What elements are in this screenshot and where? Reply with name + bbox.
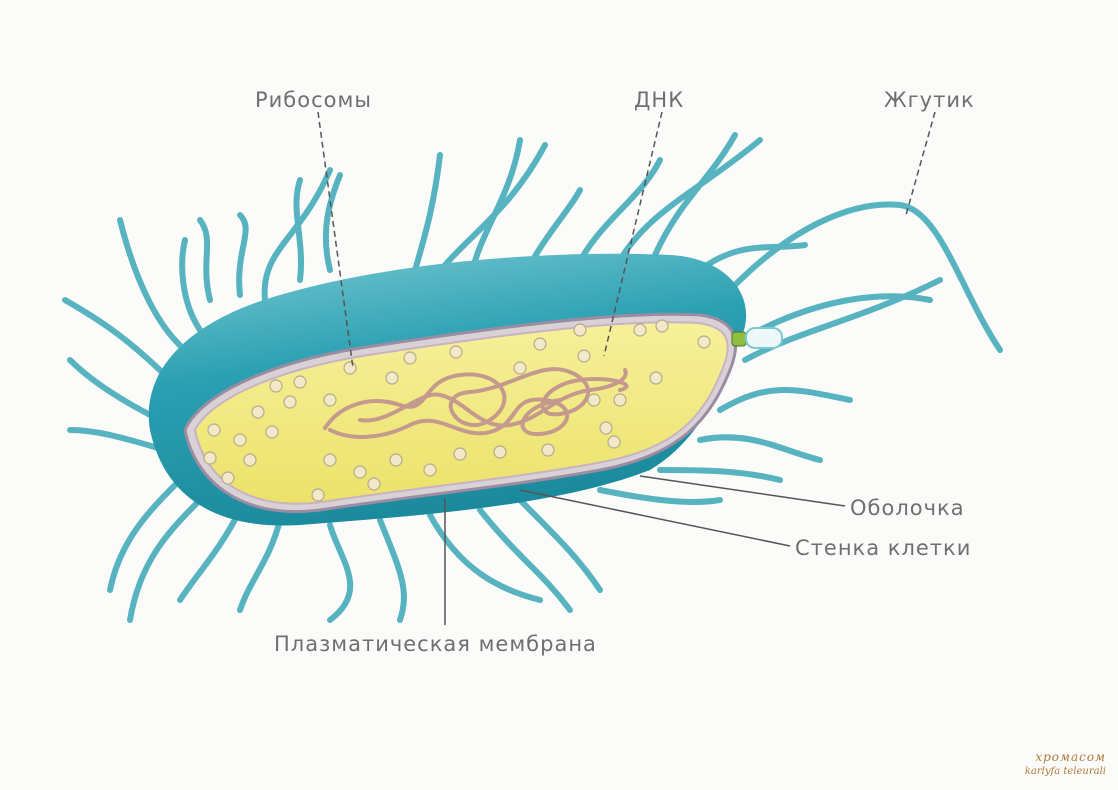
ribosome [633, 323, 647, 337]
ribosome [311, 488, 325, 502]
flagellum [62, 297, 173, 383]
ribosome [221, 471, 235, 485]
leader-dna [603, 111, 663, 357]
flagellum-base [731, 331, 747, 347]
ribosome [587, 393, 601, 407]
flagellum [67, 357, 163, 423]
flagellum [322, 172, 343, 273]
flagellum [179, 237, 203, 333]
ribosome [269, 379, 283, 393]
flagellum [427, 512, 543, 603]
flagellum [237, 517, 283, 613]
flagellum [697, 434, 823, 463]
ribosome [541, 443, 555, 457]
label-ribosomes: Рибосомы [255, 88, 372, 112]
flagellum-sheath [745, 327, 783, 349]
ribosome [599, 421, 613, 435]
ribosome [533, 337, 547, 351]
ribosome [613, 393, 627, 407]
ribosome [389, 453, 403, 467]
ribosome [403, 351, 417, 365]
leader-ribosomes [317, 111, 354, 369]
dna-strand [358, 368, 628, 428]
ribosome [353, 465, 367, 479]
flagellum [572, 157, 663, 273]
flagellum [107, 477, 183, 593]
flagellum [377, 517, 407, 623]
flagellum [477, 507, 573, 613]
flagellum [67, 427, 168, 453]
flagellum [652, 132, 738, 258]
dna-strand [328, 397, 569, 439]
ribosome [367, 477, 381, 491]
ribosome [573, 323, 587, 337]
ribosome [577, 349, 591, 363]
flagellum [717, 387, 853, 413]
flagellum [177, 507, 243, 603]
flagellum [657, 467, 783, 483]
flagellum [327, 522, 354, 623]
ribosome [513, 361, 527, 375]
label-capsule: Оболочка [850, 496, 965, 520]
ribosome [323, 453, 337, 467]
flagellum [117, 217, 188, 353]
ribosome [649, 371, 663, 385]
label-plasma-membrane: Плазматическая мембрана [274, 632, 597, 656]
flagellum [732, 201, 1003, 353]
signature-line-2: karlyfa teleurali [1024, 766, 1106, 777]
flagellum [293, 177, 305, 283]
label-flagellum: Жгутик [884, 88, 975, 112]
leader-capsule [639, 475, 846, 507]
ribosome [265, 425, 279, 439]
ribosome [207, 423, 221, 437]
flagellum [757, 293, 933, 333]
leader-flagellum [905, 111, 936, 216]
label-dna: ДНК [634, 88, 685, 112]
flagellum [236, 212, 249, 298]
leader-cell-wall [519, 489, 791, 547]
dna [323, 367, 629, 439]
ribosome [385, 371, 399, 385]
dna-strand [323, 367, 629, 430]
ribosome [243, 453, 257, 467]
ribosome [323, 393, 337, 407]
ribosome [449, 345, 463, 359]
ribosome [283, 395, 297, 409]
ribosome [493, 445, 507, 459]
ribosome [607, 435, 621, 449]
ribosome [343, 361, 357, 375]
flagellum [197, 217, 213, 303]
ribosome [697, 335, 711, 349]
ribosomes [203, 319, 711, 502]
flagellum [617, 137, 763, 263]
flagellum [517, 497, 603, 593]
ribosome [453, 447, 467, 461]
label-cell-wall: Стенка клетки [795, 536, 972, 560]
flagellum [261, 167, 333, 303]
leader-lines [317, 111, 936, 625]
signature-line-1: хромасом [1035, 750, 1106, 764]
ribosome [293, 375, 307, 389]
flagellum [697, 242, 808, 273]
ribosome [251, 405, 265, 419]
flagellum [742, 277, 943, 363]
ribosome [655, 319, 669, 333]
ribosome [233, 433, 247, 447]
flagellum [597, 487, 723, 505]
ribosome [203, 451, 217, 465]
flagellum [127, 497, 203, 623]
ribosome [423, 463, 437, 477]
